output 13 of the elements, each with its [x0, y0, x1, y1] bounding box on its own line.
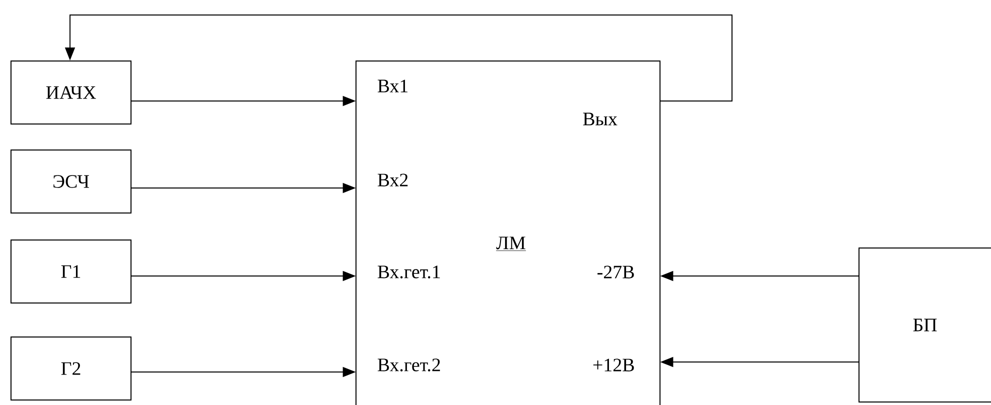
- port-label: Вх.гет.2: [378, 358, 440, 372]
- block-title: ЛМ: [496, 236, 526, 251]
- block-box: Г2: [10, 336, 132, 400]
- port-label: -27В: [598, 266, 634, 278]
- port-label: Вых: [583, 112, 618, 126]
- port-label: +12В: [593, 358, 634, 372]
- block-box: ЭСЧ: [10, 150, 132, 214]
- block-box: ИАЧХ: [10, 60, 132, 124]
- port-label: Вх2: [378, 174, 408, 186]
- port-label: Вх1: [378, 80, 408, 92]
- block-box: Г1: [10, 240, 132, 304]
- block-box: БП: [858, 248, 991, 402]
- port-label: Вх.гет.1: [378, 266, 440, 278]
